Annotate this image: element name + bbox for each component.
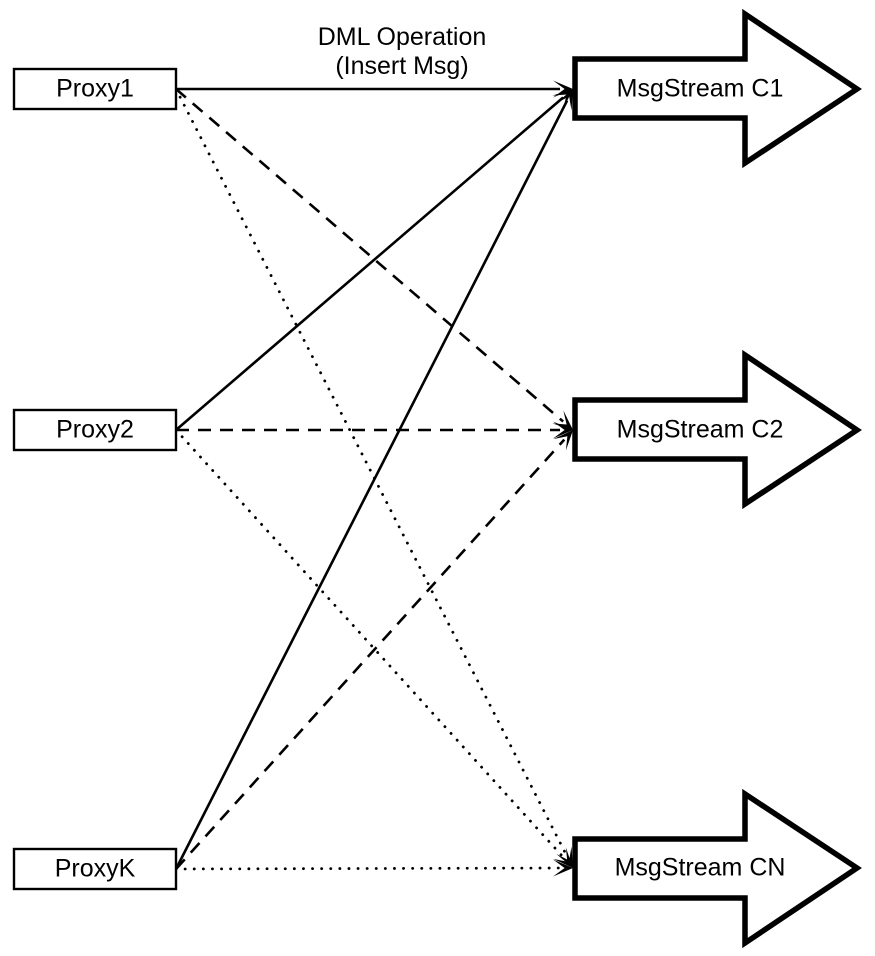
cn-label: MsgStream CN bbox=[615, 854, 786, 882]
c1-arrow-shape[interactable] bbox=[572, 8, 862, 169]
dml-operation-caption: DML Operation (Insert Msg) bbox=[318, 23, 487, 80]
source-node-proxyk[interactable]: ProxyK bbox=[12, 847, 178, 891]
c2-label: MsgStream C2 bbox=[617, 416, 784, 444]
arrowhead-proxyk-c2 bbox=[553, 430, 573, 451]
arrowhead-proxy1-c1 bbox=[553, 80, 573, 98]
source-node-proxy2[interactable]: Proxy2 bbox=[12, 408, 178, 452]
link-proxy1-cn bbox=[174, 87, 569, 858]
proxy1-box[interactable] bbox=[12, 67, 178, 111]
proxy1-label: Proxy1 bbox=[56, 75, 134, 103]
link-proxyk-cn bbox=[174, 866, 562, 871]
arrowhead-proxyk-cn bbox=[552, 859, 573, 877]
target-node-c1[interactable]: MsgStream C1 bbox=[572, 8, 862, 169]
proxyk-label: ProxyK bbox=[55, 855, 136, 883]
link-proxy2-c1 bbox=[175, 96, 564, 431]
link-proxyk-c1 bbox=[174, 99, 569, 870]
target-node-cn[interactable]: MsgStream CN bbox=[572, 788, 862, 949]
source-node-proxy1[interactable]: Proxy1 bbox=[12, 67, 178, 111]
link-layer bbox=[174, 80, 573, 877]
arrowhead-proxy2-cn bbox=[553, 847, 573, 868]
link-proxy1-c2 bbox=[175, 88, 564, 423]
target-node-c2[interactable]: MsgStream C2 bbox=[572, 349, 862, 510]
dml-caption-line-2: (Insert Msg) bbox=[335, 52, 468, 80]
dml-caption-line-1: DML Operation bbox=[318, 23, 487, 51]
arrowhead-proxyk-c1 bbox=[556, 89, 573, 111]
proxy2-label: Proxy2 bbox=[56, 416, 134, 444]
link-proxy2-cn bbox=[174, 428, 566, 860]
proxy2-box[interactable] bbox=[12, 408, 178, 452]
proxyk-box[interactable] bbox=[12, 847, 178, 891]
link-proxyk-c2 bbox=[175, 438, 566, 870]
c1-label: MsgStream C1 bbox=[617, 75, 784, 103]
arrowhead-proxy1-c2 bbox=[552, 410, 573, 430]
arrowhead-proxy2-c2 bbox=[553, 421, 573, 439]
cn-arrow-shape[interactable] bbox=[572, 788, 862, 949]
c2-arrow-shape[interactable] bbox=[572, 349, 862, 510]
